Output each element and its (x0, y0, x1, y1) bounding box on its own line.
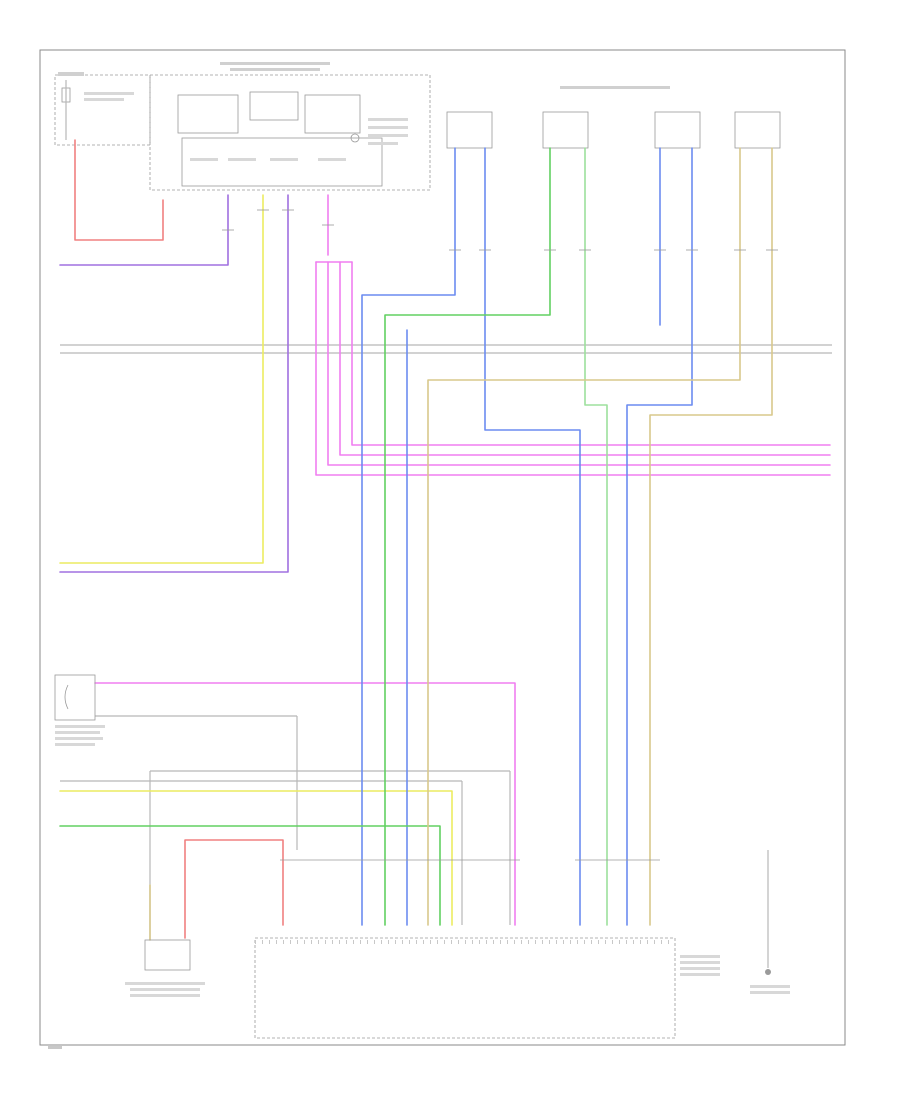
blue-wires (361, 147, 693, 926)
green-wires (59, 147, 608, 926)
red-wires (74, 139, 284, 939)
lower-sensor (125, 939, 205, 997)
pink-wires (94, 194, 831, 926)
sensor-3 (654, 111, 701, 149)
engine-control-module (254, 937, 720, 1039)
diagram-frame (39, 49, 846, 1046)
sensor-4 (734, 111, 781, 149)
coil-icon (350, 133, 360, 143)
sensor-2 (542, 111, 589, 149)
violet-wires (59, 194, 289, 573)
connector-marks (222, 209, 778, 861)
sensor-1 (446, 111, 493, 149)
control-module (149, 62, 431, 191)
switch-component (54, 674, 105, 746)
ground-icon (750, 850, 790, 994)
yellow-wires (59, 194, 453, 926)
sensor-group (446, 86, 781, 149)
fuse-block (54, 72, 151, 146)
bus-lines (60, 344, 832, 940)
page-tag (48, 1046, 62, 1049)
tan-wires (149, 147, 773, 941)
